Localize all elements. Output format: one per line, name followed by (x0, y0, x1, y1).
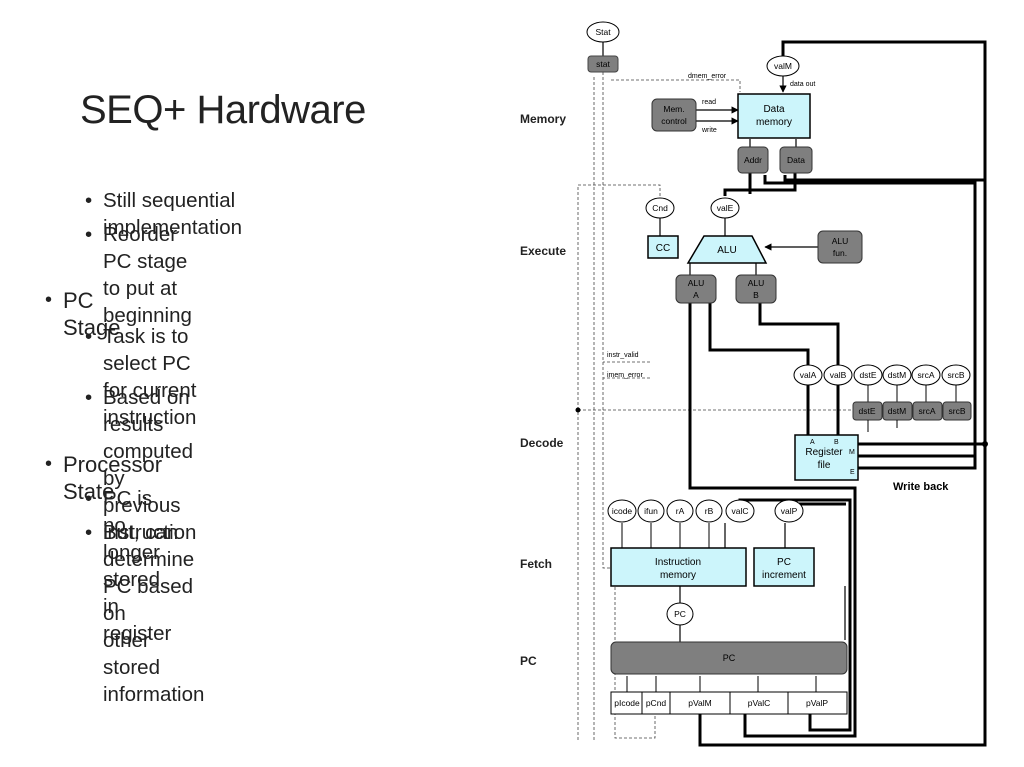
bullet-text: Still sequential implementation (103, 189, 243, 239)
bullet-continuation: other stored information (103, 629, 205, 706)
fetch-stage: icode ifun rA rB valC valP Instruction m… (607, 499, 815, 587)
data-memory-line1: Data (763, 104, 785, 115)
control-lines (577, 72, 860, 740)
pc-stage: PC PC pIcode pCnd pValM pValC pValP (610, 602, 848, 715)
fetch-oval: valC (731, 506, 748, 516)
register-file-line1: Register (805, 447, 843, 458)
instr-valid-label: instr_valid (607, 352, 639, 359)
addr-box: Addr (744, 155, 762, 165)
bullet-text: But, can determine PC based on (103, 521, 195, 625)
instruction-memory-line1: Instruction (655, 557, 701, 568)
register-file-line2: file (818, 460, 831, 471)
fetch-oval: icode (612, 506, 633, 516)
write-back-label: Write back (893, 481, 949, 493)
pc-select-box: PC (723, 653, 736, 663)
port-m-label: M (849, 449, 855, 456)
stat-group: Stat stat (586, 21, 620, 73)
decode-oval: srcA (918, 370, 935, 380)
dmem-error-label: dmem_error (688, 73, 727, 80)
alu-box: ALU (717, 245, 736, 256)
port-e-label: E (850, 469, 855, 476)
alu-fun-line1: ALU (832, 236, 849, 246)
bullet-item: •But, can determine PC based on other st… (85, 521, 205, 706)
bullet-item: •Processor State (45, 452, 163, 504)
decode-oval: dstM (888, 370, 906, 380)
bullet-continuation: beginning (103, 304, 192, 327)
stage-execute-label: Execute (520, 244, 566, 258)
write-label: write (701, 127, 717, 134)
alu-fun-line2: fun. (833, 248, 847, 258)
decode-oval: srcB (948, 370, 965, 380)
bullet-text: Task is to select PC for current (103, 325, 197, 402)
fetch-oval: rA (676, 506, 685, 516)
cnd-oval: Cnd (652, 203, 668, 213)
data-box: Data (787, 155, 805, 165)
bullet-item: •Based on results computed by previous i… (85, 386, 197, 544)
decode-oval: dstE (859, 370, 876, 380)
alu-a-line2: A (693, 290, 699, 300)
bullet-item: •PC is no longer stored in register (85, 487, 172, 645)
memory-stage: valM data out dmem_error Data memory Mem… (651, 55, 815, 174)
bullet-text: Reorder PC stage to put at (103, 223, 188, 300)
data-out-label: data out (790, 81, 815, 88)
bullet-continuation: instruction (103, 406, 197, 429)
stage-labels: Memory Execute Decode Fetch PC (520, 112, 566, 668)
pc-reg-cell: pCnd (646, 698, 667, 708)
instruction-memory-line2: memory (660, 570, 696, 581)
vale-oval: valE (717, 203, 734, 213)
imem-error-label: imem_error (607, 372, 643, 379)
bullet-text: Based on results computed by (103, 386, 194, 490)
stage-decode-label: Decode (520, 436, 564, 450)
bullet-continuation: previous instruction (103, 494, 197, 544)
fetch-oval: rB (705, 506, 714, 516)
thick-wires (688, 40, 987, 747)
decode-reg: dstM (888, 406, 906, 416)
port-b-label: B (834, 439, 839, 446)
decode-reg: dstE (858, 406, 875, 416)
stage-fetch-label: Fetch (520, 557, 552, 571)
slide-title: SEQ+ Hardware (80, 88, 366, 132)
pc-reg-cell: pIcode (614, 698, 640, 708)
pc-increment-line1: PC (777, 557, 791, 568)
data-memory-line2: memory (756, 117, 792, 128)
bullet-text: PC is no longer stored in register (103, 487, 172, 645)
stage-pc-label: PC (520, 654, 537, 668)
alu-b-line2: B (753, 290, 759, 300)
read-label: read (702, 99, 716, 106)
valp-oval: valP (781, 506, 798, 516)
pc-increment-line2: increment (762, 570, 806, 581)
decode-oval: valA (800, 370, 817, 380)
pc-reg-cell: pValC (748, 698, 771, 708)
bullet-item: •PC Stage (45, 288, 121, 340)
bullet-text: Processor State (63, 452, 163, 504)
decode-stage: valA valB dstE dstM srcA srcB dstE dstM … (793, 364, 972, 493)
pc-oval: PC (674, 609, 686, 619)
fetch-oval: ifun (644, 506, 658, 516)
bullet-item: •Reorder PC stage to put at beginning (85, 223, 192, 327)
cc-box: CC (656, 243, 670, 254)
bullet-item: •Still sequential implementation (85, 189, 243, 239)
mem-control-line1: Mem. (663, 104, 684, 114)
stat-oval: Stat (595, 27, 611, 37)
pc-reg-cell: pValM (688, 698, 711, 708)
port-a-label: A (810, 439, 815, 446)
bullet-item: •Task is to select PC for current instru… (85, 325, 197, 429)
valm-oval: valM (774, 61, 792, 71)
decode-reg: srcB (949, 406, 966, 416)
execute-stage: Cnd valE CC ALU ALU A ALU B ALU fun. ins… (607, 197, 863, 379)
decode-reg: srcA (919, 406, 936, 416)
alu-b-line1: ALU (748, 278, 765, 288)
alu-a-line1: ALU (688, 278, 705, 288)
bullet-text: PC Stage (63, 288, 121, 340)
stage-memory-label: Memory (520, 112, 566, 126)
pc-reg-cell: pValP (806, 698, 828, 708)
stat-box: stat (596, 59, 610, 69)
decode-oval: valB (830, 370, 847, 380)
mem-control-line2: control (661, 116, 687, 126)
